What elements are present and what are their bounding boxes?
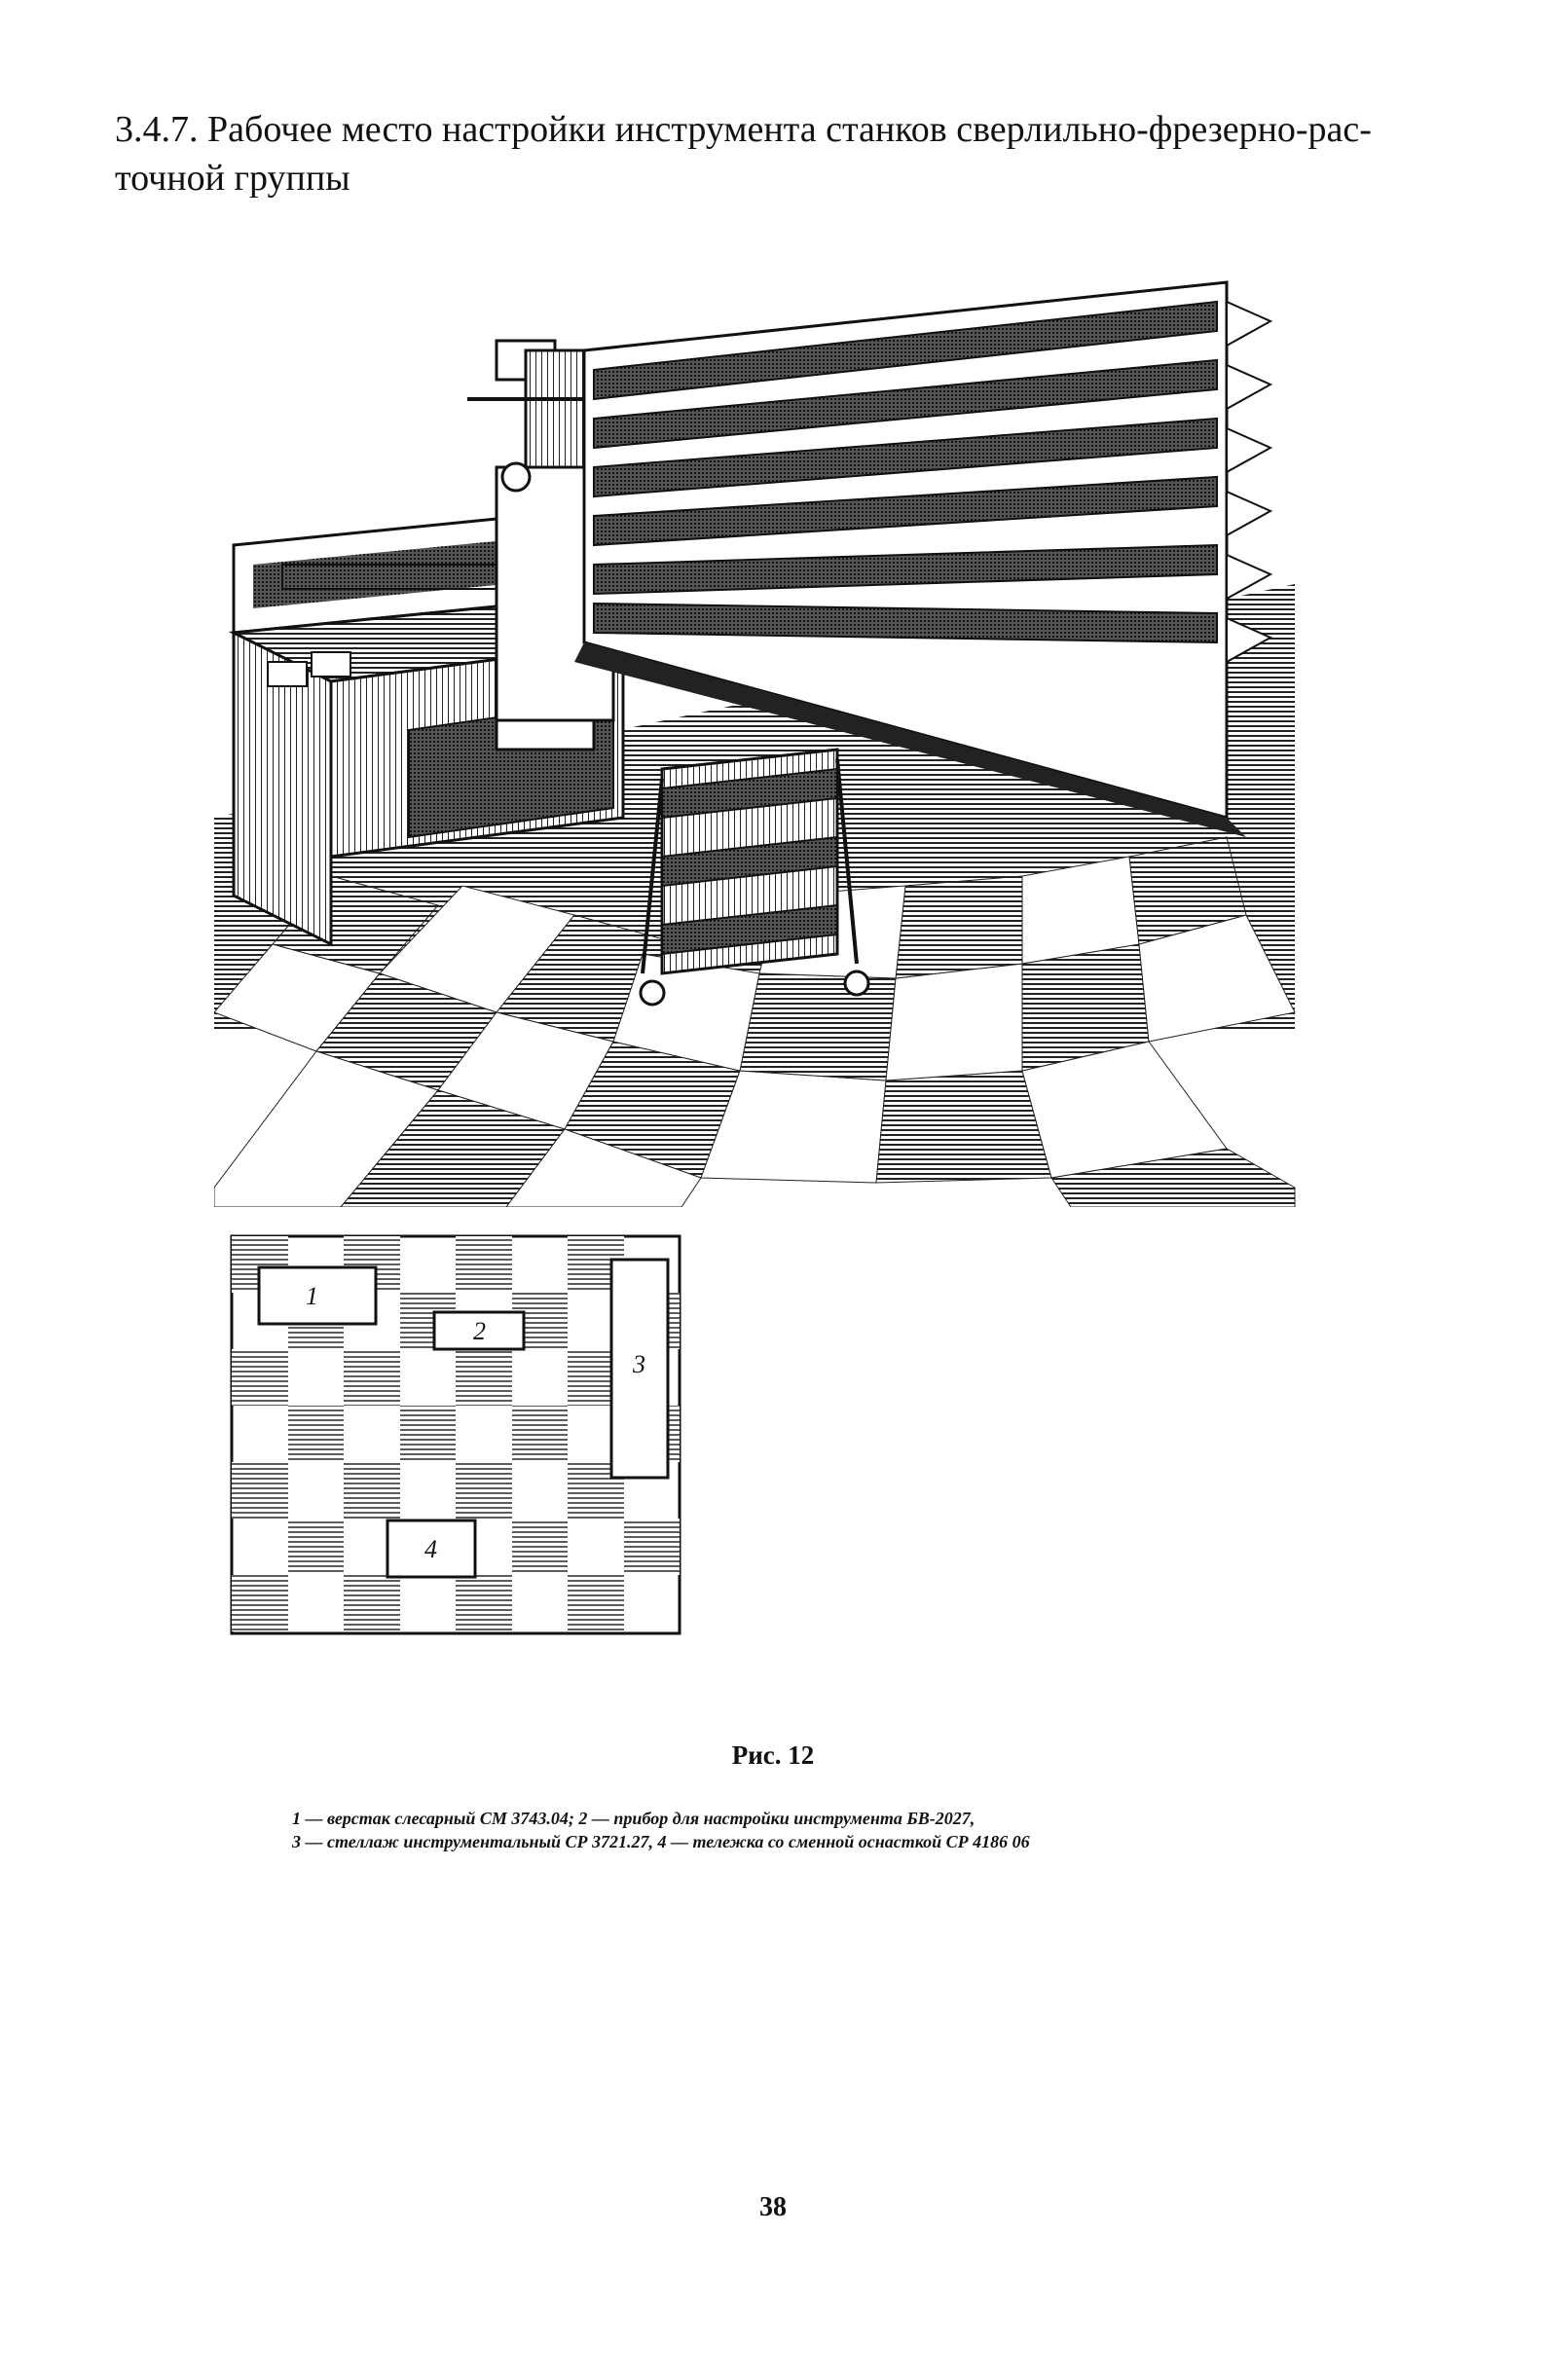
figure-legend: 1 — верстак слесарный СМ 3743.04; 2 — пр… [292, 1807, 1266, 1853]
tooling-trolley [639, 748, 870, 1007]
plan-label-4: 4 [424, 1535, 437, 1563]
page-number: 38 [759, 2192, 787, 2222]
section-heading-line-2: точной группы [115, 158, 350, 199]
plan-label-3: 3 [632, 1350, 645, 1378]
plan-item-3-box [609, 1258, 670, 1480]
figure-caption: Рис. 12 [731, 1740, 815, 1770]
figure-legend-line-2: 3 — стеллаж инструментальный СР 3721.27,… [292, 1832, 1030, 1851]
plan-item-4-box [386, 1519, 477, 1579]
plan-checkerboard [232, 1236, 680, 1631]
section-heading: 3.4.7. Рабочее место настройки инструмен… [115, 105, 1439, 202]
plan-item-2-box [432, 1310, 526, 1351]
floor-plan: 1 2 3 4 [230, 1234, 681, 1635]
figure-legend-line-1: 1 — верстак слесарный СМ 3743.04; 2 — пр… [292, 1809, 975, 1828]
plan-label-2: 2 [473, 1317, 486, 1345]
plan-item-1-box [257, 1265, 378, 1326]
tool-rack [574, 280, 1273, 837]
workplace-illustration [214, 280, 1296, 1207]
section-heading-line-1: 3.4.7. Рабочее место настройки инструмен… [115, 109, 1372, 150]
plan-label-1: 1 [306, 1282, 318, 1310]
